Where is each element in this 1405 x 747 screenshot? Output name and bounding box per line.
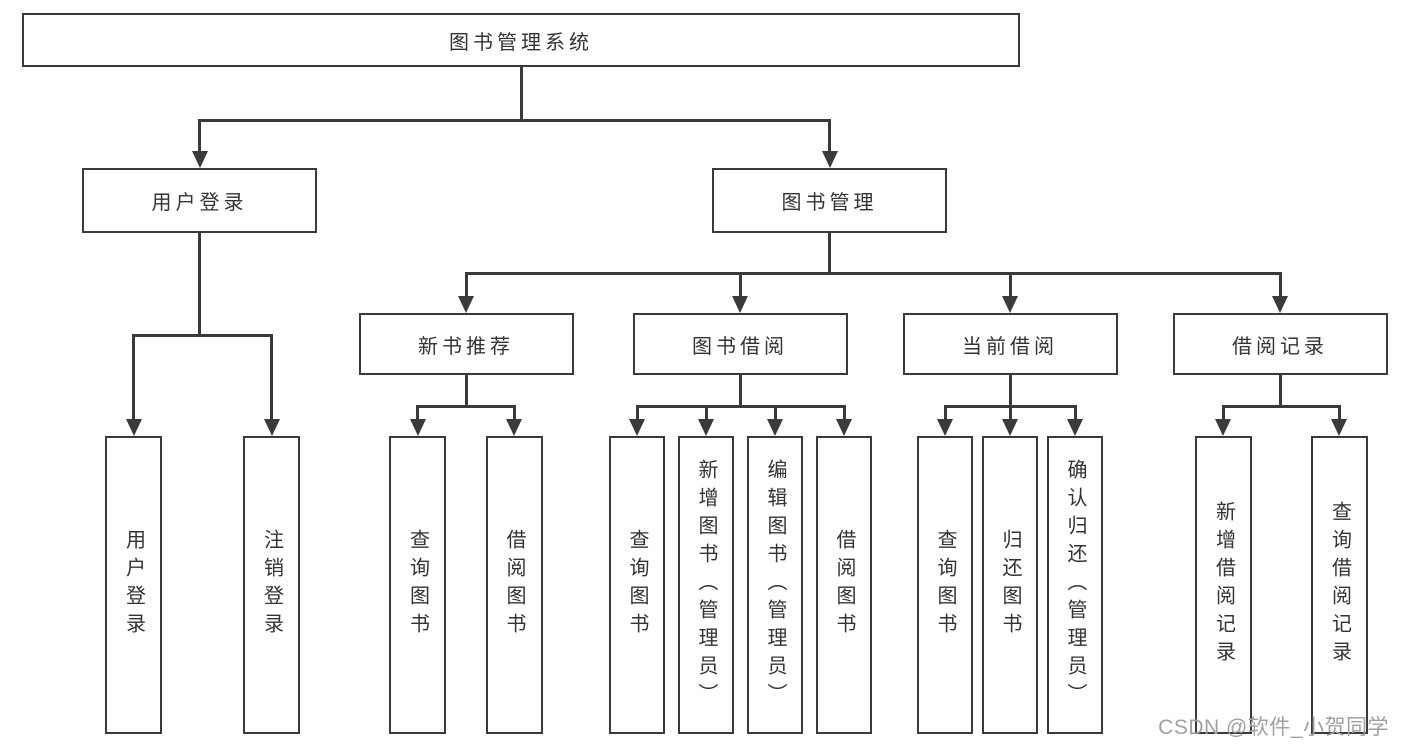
connector-line xyxy=(738,375,742,408)
node-user-login: 用户登录 xyxy=(82,168,317,233)
connector-line xyxy=(132,333,273,337)
leaf-add-books-admin: 新增图书（管理员） xyxy=(678,436,734,734)
node-label: 用户登录 xyxy=(151,192,248,214)
arrowhead-down-icon xyxy=(1067,419,1083,436)
node-label: 归还图书 xyxy=(999,529,1021,641)
connector-line xyxy=(198,118,831,122)
connector-line xyxy=(1221,405,1225,425)
csdn-watermark: CSDN @软件_小贺同学 xyxy=(1158,716,1389,739)
node-book-management: 图书管理 xyxy=(712,168,947,233)
arrowhead-down-icon xyxy=(125,419,142,436)
arrowhead-down-icon xyxy=(732,296,748,313)
connector-line xyxy=(828,233,831,274)
leaf-query-borrow-record: 查询借阅记录 xyxy=(1311,436,1368,734)
arrowhead-down-icon xyxy=(629,419,645,436)
connector-line xyxy=(464,271,1282,275)
arrowhead-down-icon xyxy=(191,151,208,168)
connector-line xyxy=(198,118,201,157)
arrowhead-down-icon xyxy=(937,419,953,436)
connector-line xyxy=(512,405,516,425)
leaf-logout: 注销登录 xyxy=(243,436,300,734)
node-label: 图书借阅 xyxy=(692,335,788,358)
connector-line xyxy=(416,405,419,425)
node-label: 确认归还（管理员） xyxy=(1064,459,1086,711)
connector-line xyxy=(464,271,468,302)
connector-line xyxy=(773,405,777,425)
connector-line xyxy=(635,405,846,408)
node-label: 图书管理系统 xyxy=(449,31,593,54)
leaf-query-books-current: 查询图书 xyxy=(917,436,973,734)
node-label: 借阅图书 xyxy=(833,529,855,641)
leaf-confirm-return-admin: 确认归还（管理员） xyxy=(1047,436,1103,734)
arrowhead-down-icon xyxy=(1215,419,1231,436)
connector-line xyxy=(1008,375,1012,408)
node-library-management-system: 图书管理系统 xyxy=(22,13,1020,67)
arrowhead-down-icon xyxy=(1272,296,1288,313)
node-label: 用户登录 xyxy=(122,529,145,641)
node-label: 当前借阅 xyxy=(962,335,1058,358)
arrowhead-down-icon xyxy=(263,419,280,436)
arrowhead-down-icon xyxy=(767,419,783,436)
node-label: 新增图书（管理员） xyxy=(695,459,717,711)
leaf-query-books-recommend: 查询图书 xyxy=(389,436,446,734)
node-label: 图书管理 xyxy=(781,192,878,214)
leaf-add-borrow-record: 新增借阅记录 xyxy=(1195,436,1252,734)
node-label: 查询图书 xyxy=(934,529,956,641)
connector-line xyxy=(270,333,273,424)
node-label: 查询图书 xyxy=(626,529,648,641)
leaf-edit-books-admin: 编辑图书（管理员） xyxy=(747,436,803,734)
node-label: 新增借阅记录 xyxy=(1212,501,1235,669)
arrowhead-down-icon xyxy=(1002,296,1018,313)
connector-line xyxy=(828,118,831,157)
arrowhead-down-icon xyxy=(506,419,522,436)
arrowhead-down-icon xyxy=(821,151,838,168)
connector-line xyxy=(635,405,639,425)
connector-line xyxy=(1008,271,1012,302)
connector-line xyxy=(943,405,947,425)
arrowhead-down-icon xyxy=(698,419,714,436)
arrowhead-down-icon xyxy=(458,296,474,313)
connector-line xyxy=(738,271,742,302)
node-label: 查询图书 xyxy=(406,529,429,641)
connector-line xyxy=(416,405,516,408)
connector-line xyxy=(464,375,468,408)
node-label: 借阅记录 xyxy=(1232,335,1328,358)
connector-line xyxy=(1221,405,1341,408)
node-label: 注销登录 xyxy=(260,529,283,641)
leaf-user-login: 用户登录 xyxy=(105,436,162,734)
node-label: 编辑图书（管理员） xyxy=(764,459,786,711)
leaf-borrow-books-borrow: 借阅图书 xyxy=(816,436,872,734)
node-borrow-records: 借阅记录 xyxy=(1172,313,1388,375)
arrowhead-down-icon xyxy=(409,419,426,436)
node-label: 新书推荐 xyxy=(418,335,514,358)
leaf-return-books: 归还图书 xyxy=(982,436,1038,734)
leaf-query-books-borrow: 查询图书 xyxy=(609,436,665,734)
connector-line xyxy=(1278,375,1282,408)
connector-line xyxy=(198,233,201,336)
connector-line xyxy=(1278,271,1282,302)
connector-line xyxy=(704,405,708,425)
connector-line xyxy=(132,333,135,424)
node-book-borrow: 图书借阅 xyxy=(632,313,848,375)
connector-line xyxy=(842,405,846,425)
node-label: 查询借阅记录 xyxy=(1328,501,1351,669)
connector-line xyxy=(1008,405,1012,425)
node-new-book-recommend: 新书推荐 xyxy=(358,313,574,375)
arrowhead-down-icon xyxy=(1002,419,1018,436)
connector-line xyxy=(519,67,523,121)
arrowhead-down-icon xyxy=(836,419,852,436)
node-label: 借阅图书 xyxy=(503,529,525,641)
node-current-borrow: 当前借阅 xyxy=(902,313,1118,375)
arrowhead-down-icon xyxy=(1331,419,1347,436)
leaf-borrow-books-recommend: 借阅图书 xyxy=(485,436,543,734)
connector-line xyxy=(1337,405,1341,425)
connector-line xyxy=(1073,405,1077,425)
